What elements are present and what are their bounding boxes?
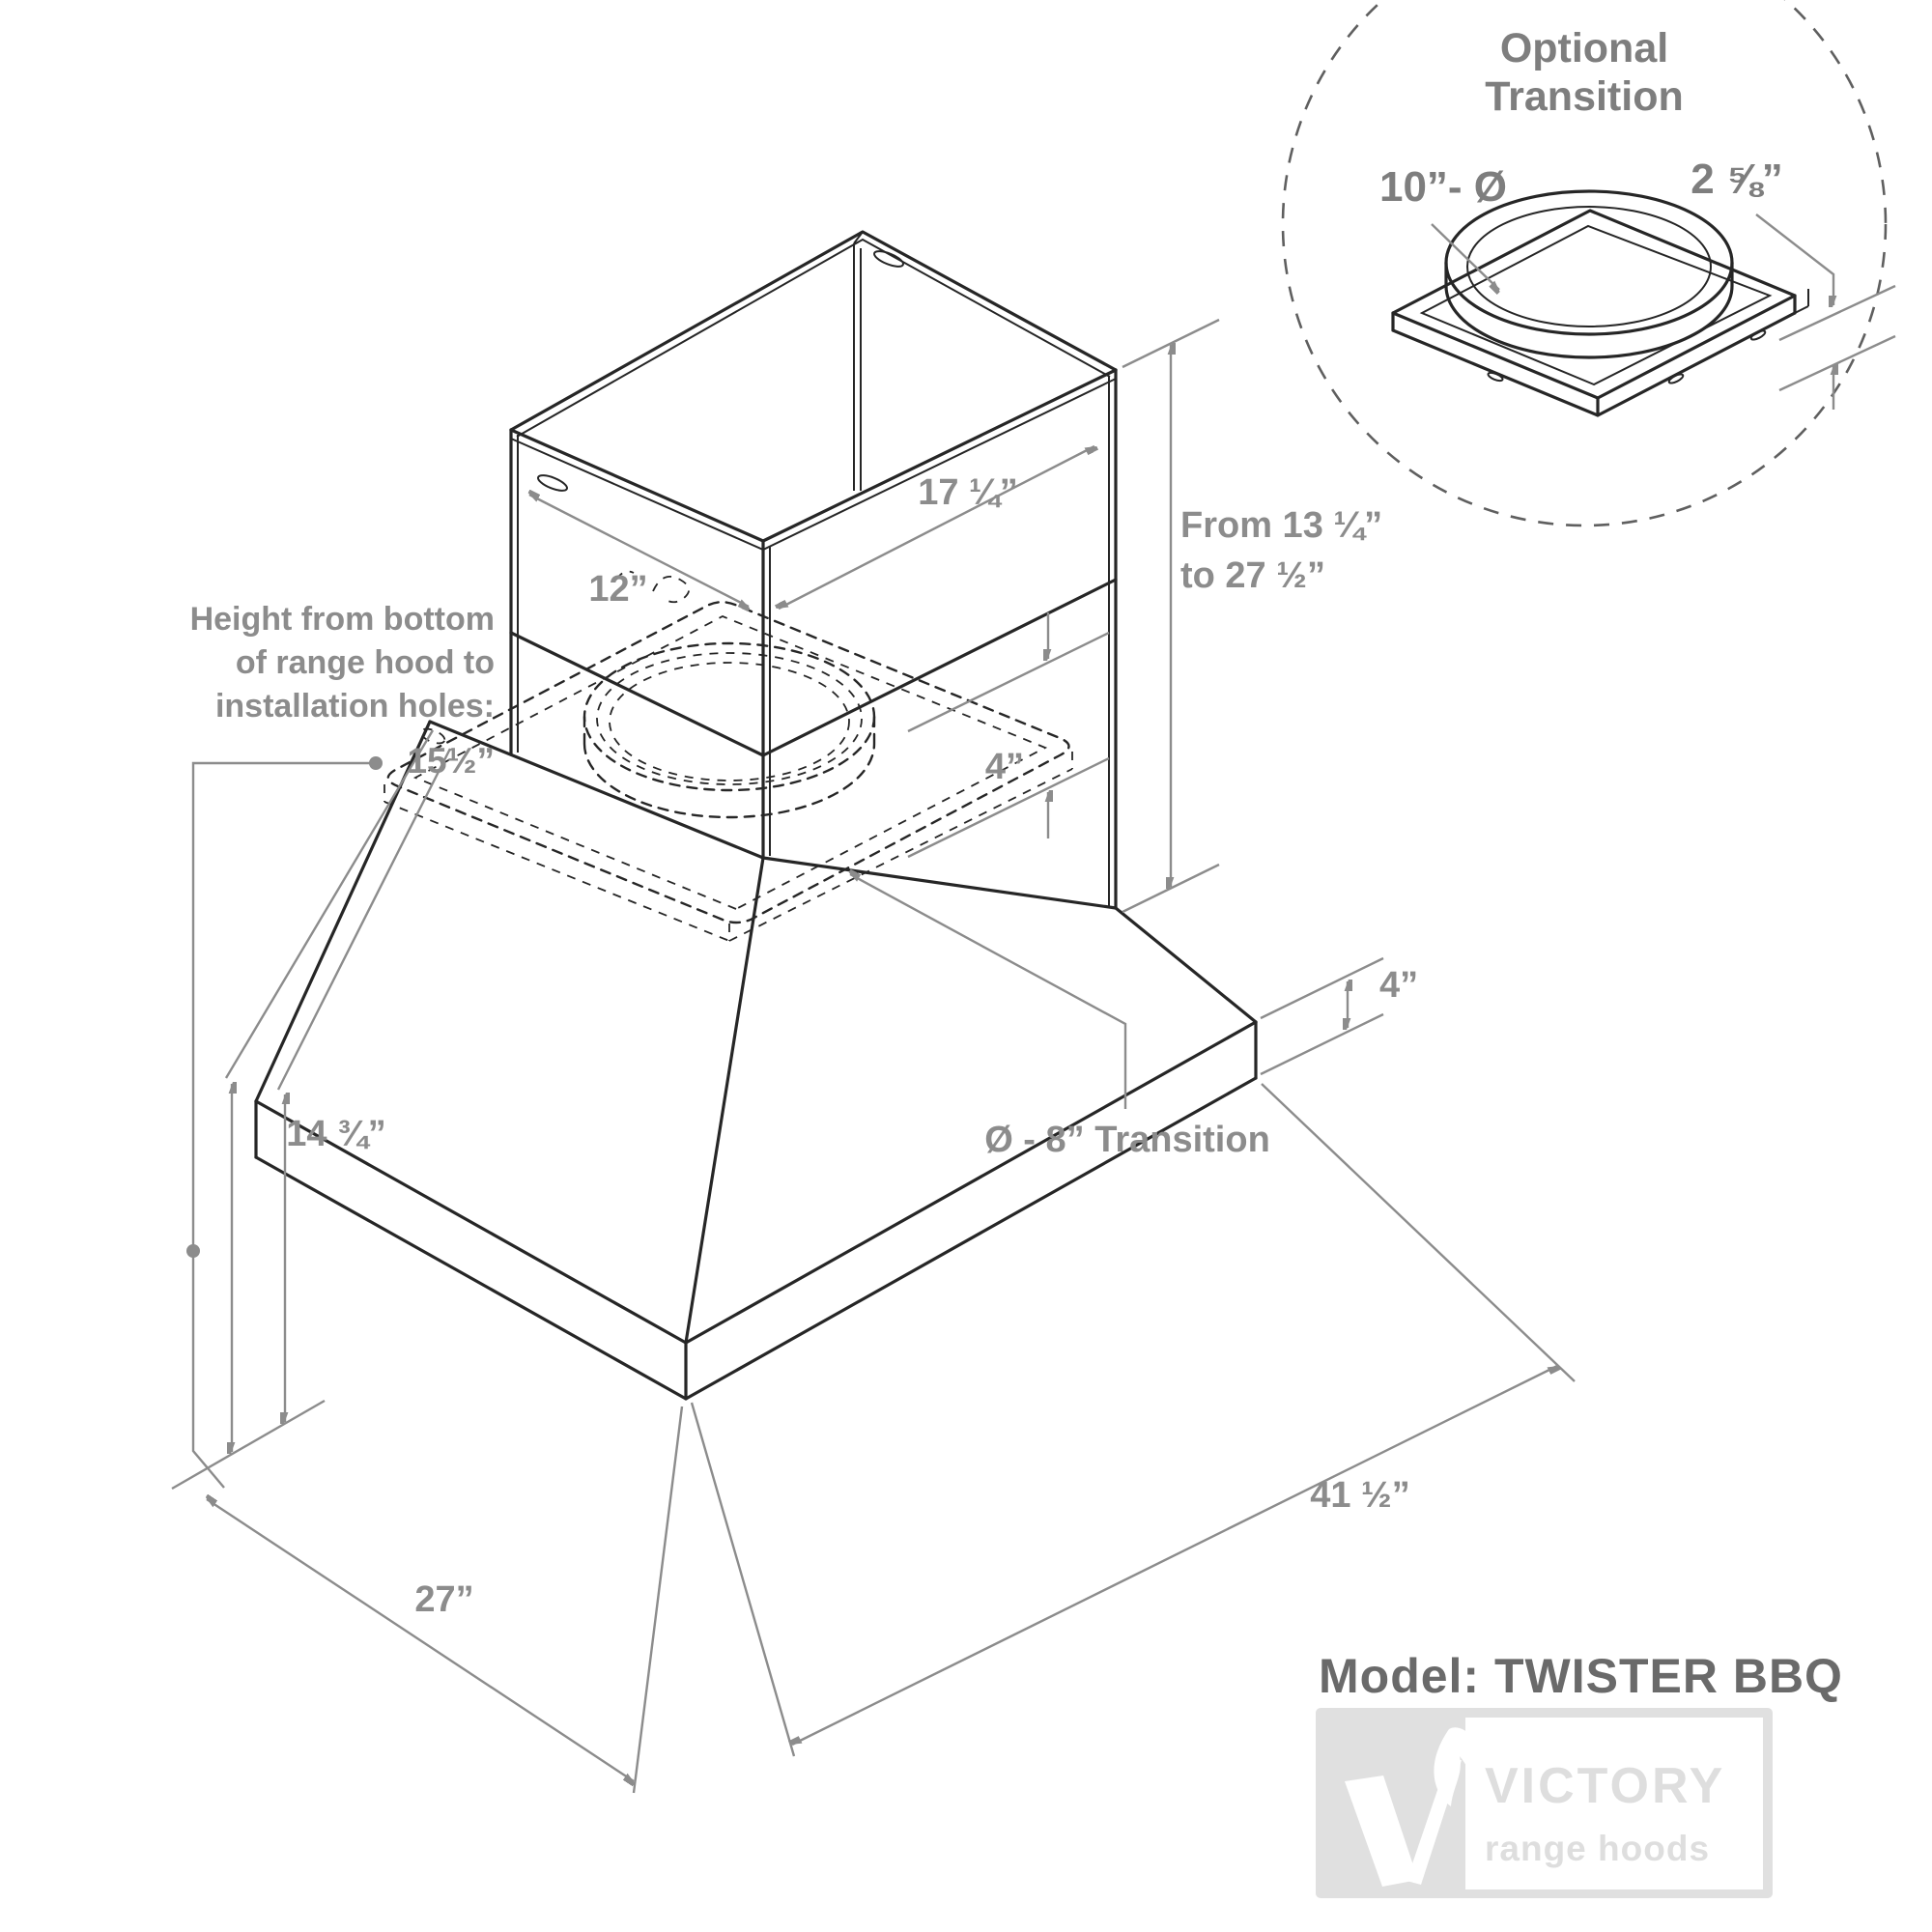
detail-screw-hole-1 (1487, 371, 1504, 383)
chimney-width-label: 17 ¼” (918, 472, 1018, 513)
base-bottom-rim (254, 1076, 1258, 1401)
detail-height-label: 2 ⅝” (1690, 156, 1782, 203)
chimney-front-top-rim (509, 368, 1118, 543)
detail-screw-hole-2 (1667, 373, 1685, 384)
base-top-rim (254, 1020, 1258, 1345)
transition-collar-inner (609, 662, 850, 781)
transition-collar-base (582, 715, 876, 819)
install-note-line2: of range hood to (236, 644, 495, 681)
detail-plate-inner (1419, 224, 1773, 386)
dimension-collar-height: 4” (907, 612, 1110, 859)
logo-text-panel (1465, 1718, 1763, 1889)
hood-width-label: 41 ½” (1310, 1475, 1410, 1516)
dimension-chimney-width: 17 ¼” (779, 444, 1094, 611)
install-note-line3: installation holes: (215, 688, 495, 724)
detail-plate-step (1794, 289, 1809, 314)
dimension-chimney-depth: 12” (529, 495, 749, 610)
install-note-line1: Height from bottom (190, 601, 495, 638)
brand-logo: VICTORY range hoods (1316, 1708, 1773, 1898)
installation-hole-left (537, 474, 568, 492)
base-height-label: 4” (1379, 965, 1418, 1006)
dimension-hood-height: 14 ¾” (171, 729, 452, 1491)
dimension-hood-depth: 27” (207, 1406, 684, 1794)
chimney-back-top-rim (509, 230, 1118, 432)
chimney-back-top-rim-inner (516, 238, 1111, 438)
leader-dot-text (369, 756, 383, 770)
chimney-depth-label: 12” (588, 569, 647, 610)
transition-plate-inner (412, 615, 1048, 910)
detail-plate-thickness (1391, 294, 1797, 417)
dimension-chimney-height-range: From 13 ¼” to 27 ½” (1122, 318, 1382, 914)
collar-height-label: 4” (985, 747, 1024, 787)
brand-name: VICTORY (1485, 1758, 1725, 1814)
brand-tagline: range hoods (1485, 1829, 1710, 1868)
installation-hole-back (873, 250, 904, 268)
detail-screw-hole-3 (1749, 329, 1767, 341)
hood-height-label: 14 ¾” (286, 1114, 386, 1154)
base-corner-edges (254, 1020, 1258, 1401)
victory-v-flame-icon (1345, 1727, 1488, 1887)
model-label: Model: TWISTER BBQ (1319, 1649, 1843, 1703)
dimension-hood-width: 41 ½” (690, 1083, 1576, 1757)
transition-plate-hole (419, 727, 446, 745)
height-range-label-line2: to 27 ½” (1180, 555, 1325, 596)
detail-title-line2: Transition (1485, 73, 1683, 120)
leader-dot-line (186, 1244, 200, 1258)
detail-title-line1: Optional (1500, 25, 1668, 71)
optional-transition-detail: Optional Transition 10”- Ø 2 ⅝” (1281, 0, 1896, 527)
height-range-label-line1: From 13 ¼” (1180, 505, 1382, 546)
chimney-back-seam (853, 231, 864, 491)
dimension-base-height: 4” (1260, 956, 1418, 1076)
install-note-value: 15½” (407, 741, 495, 781)
detail-collar-opening (1466, 206, 1712, 327)
install-holes-note: Height from bottom of range hood to inst… (186, 601, 495, 1489)
hood-outline (254, 230, 1258, 1401)
canopy-hip-edges (254, 720, 1258, 1345)
detail-dashed-circle (1281, 0, 1888, 527)
transition-callout-label: Ø - 8” Transition (984, 1120, 1270, 1160)
transition-collar-outer (582, 641, 876, 792)
transition-collar-mid (596, 652, 863, 785)
detail-diameter-label: 10”- Ø (1379, 163, 1507, 211)
transition-callout: Ø - 8” Transition (850, 874, 1270, 1160)
detail-collar-base (1444, 261, 1734, 359)
chimney-front-top-rim-inner (510, 378, 1117, 552)
hood-depth-label: 27” (414, 1579, 473, 1620)
detail-plate-outline (1391, 209, 1797, 400)
transition-plate-thickness (384, 752, 1073, 942)
